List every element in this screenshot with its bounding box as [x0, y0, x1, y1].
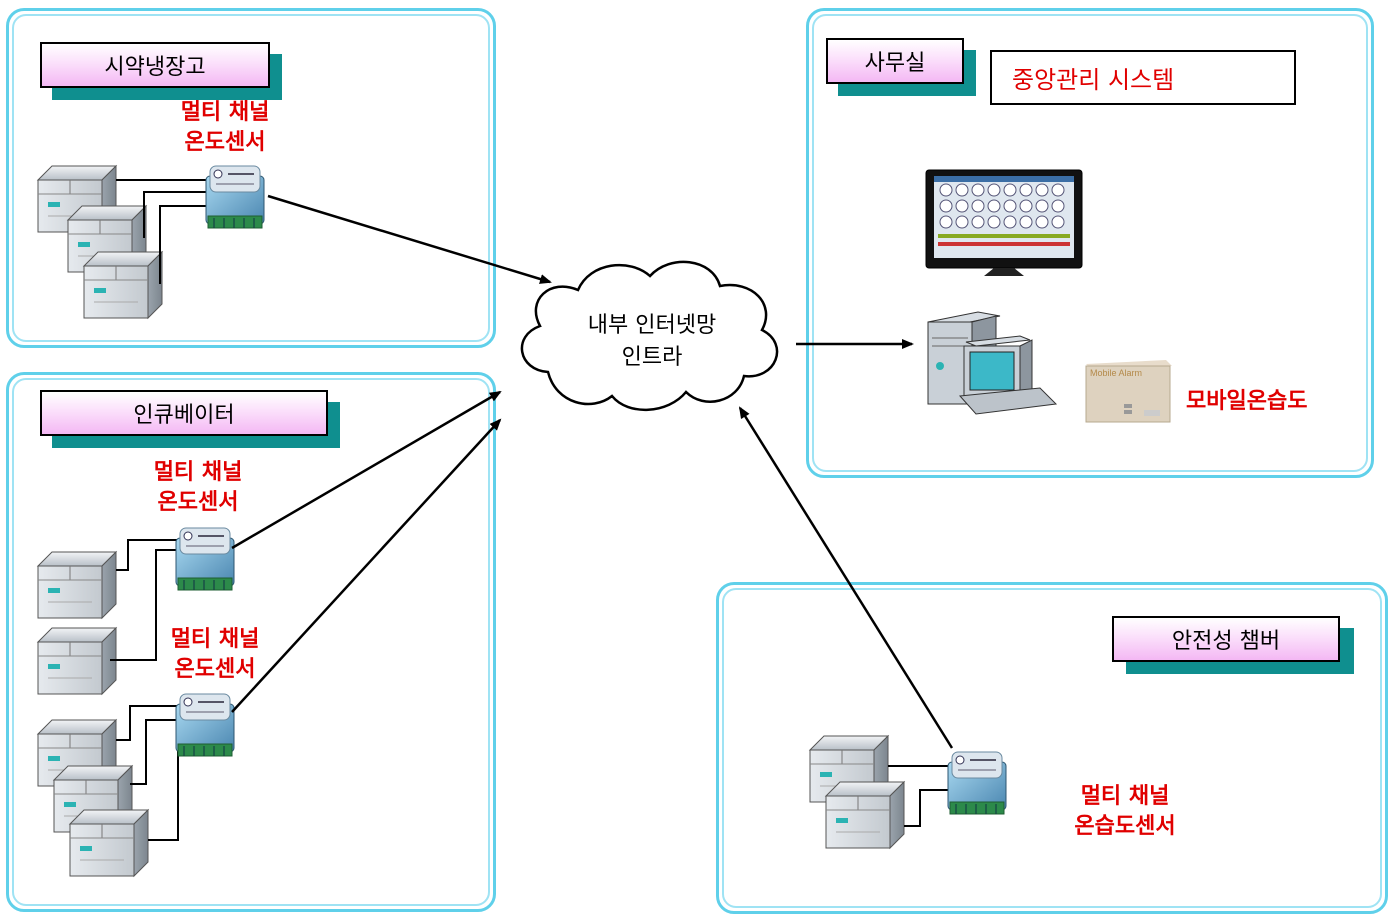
intranet-cloud-icon — [520, 260, 779, 411]
sensor-fridge-line1: 멀티 채널 — [180, 100, 270, 125]
label-incubator: 인큐베이터 — [40, 390, 328, 436]
mobile-device-label: Mobile Alarm — [1090, 368, 1143, 378]
zone-reagent-fridge — [6, 8, 496, 348]
zone-office — [806, 8, 1374, 478]
zone-incubator — [6, 372, 496, 912]
mobile-alarm-device-icon — [1085, 360, 1172, 423]
sensor-inc2-line1: 멀티 채널 — [170, 627, 260, 652]
cloud-label: 내부 인터넷망 인트라 — [552, 310, 752, 374]
connection-arrows — [231, 194, 954, 749]
incubator-cabinets — [37, 551, 149, 877]
incubator-wires — [110, 539, 179, 841]
sensor-fridge-line2: 온도센서 — [184, 130, 266, 155]
incubator-sensor-module-1 — [175, 527, 235, 591]
sensor-inc1-line1: 멀티 채널 — [153, 460, 243, 485]
fridge-sensor-module — [205, 165, 265, 229]
fridge-cabinets — [37, 165, 163, 319]
chamber-wires — [888, 765, 950, 827]
fridge-wires — [116, 179, 206, 284]
sensor-label-incubator-1: 멀티 채널 온도센서 — [133, 458, 263, 518]
central-system-label: 중앙관리 시스템 — [1012, 66, 1175, 94]
label-office: 사무실 — [826, 38, 964, 84]
sensor-label-fridge: 멀티 채널 온도센서 — [160, 98, 290, 158]
sensor-inc1-line2: 온도센서 — [157, 490, 239, 515]
cloud-line1: 내부 인터넷망 — [587, 313, 717, 338]
desktop-pc-icon — [927, 311, 1058, 415]
zone-stability-chamber — [716, 582, 1388, 914]
cloud-line2: 인트라 — [621, 345, 683, 370]
incubator-sensor-module-2 — [175, 693, 235, 757]
mobile-label: 모바일온습도 — [1186, 389, 1308, 414]
sensor-chamber-line1: 멀티 채널 — [1080, 784, 1170, 809]
sensor-label-chamber: 멀티 채널 온습도센서 — [1050, 782, 1200, 842]
central-system-box: 중앙관리 시스템 — [990, 50, 1296, 105]
chamber-sensor-module — [947, 751, 1007, 815]
sensor-chamber-line2: 온습도센서 — [1074, 814, 1176, 839]
monitor-icon — [925, 169, 1083, 276]
sensor-label-incubator-2: 멀티 채널 온도센서 — [150, 625, 280, 685]
label-stability-chamber: 안전성 챔버 — [1112, 616, 1340, 662]
sensor-inc2-line2: 온도센서 — [174, 657, 256, 682]
label-reagent-fridge: 시약냉장고 — [40, 42, 270, 88]
chamber-cabinets — [809, 735, 905, 849]
